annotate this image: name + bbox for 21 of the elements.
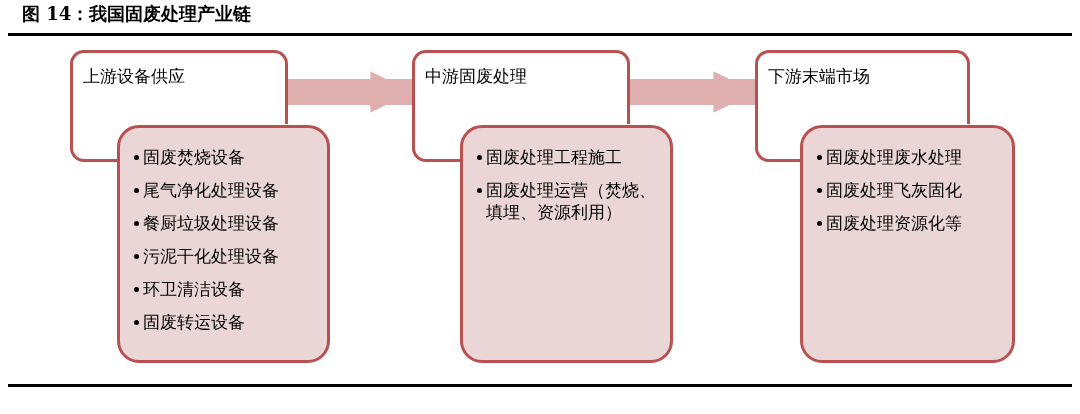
stage-box (755, 50, 970, 124)
bullet-text: 固废处理运营（焚烧、填埋、资源利用） (486, 180, 656, 222)
bullet-text: 固废转运设备 (143, 312, 245, 332)
stage-box (412, 50, 630, 124)
stage-heading: 上游设备供应 (83, 65, 185, 88)
bullet-text: 固废处理工程施工 (486, 147, 622, 167)
list-box (117, 125, 330, 363)
stage-heading: 中游固废处理 (425, 65, 527, 88)
bullet-text: 污泥干化处理设备 (143, 246, 279, 266)
bullet-text: 固废处理飞灰固化 (826, 180, 962, 200)
list-box (800, 125, 1015, 363)
bullet-text: 环卫清洁设备 (143, 279, 245, 299)
figure-title: 图 14：我国固废处理产业链 (22, 2, 252, 26)
bullet-text: 固废焚烧设备 (143, 147, 245, 167)
list-box (460, 125, 673, 363)
stage-heading: 下游末端市场 (768, 65, 870, 88)
stage-box (70, 50, 288, 124)
bullet-text: 尾气净化处理设备 (143, 180, 279, 200)
bullet-text: 固废处理废水处理 (826, 147, 962, 167)
bullet-text: 固废处理资源化等 (826, 213, 962, 233)
bullet-text: 餐厨垃圾处理设备 (143, 213, 279, 233)
